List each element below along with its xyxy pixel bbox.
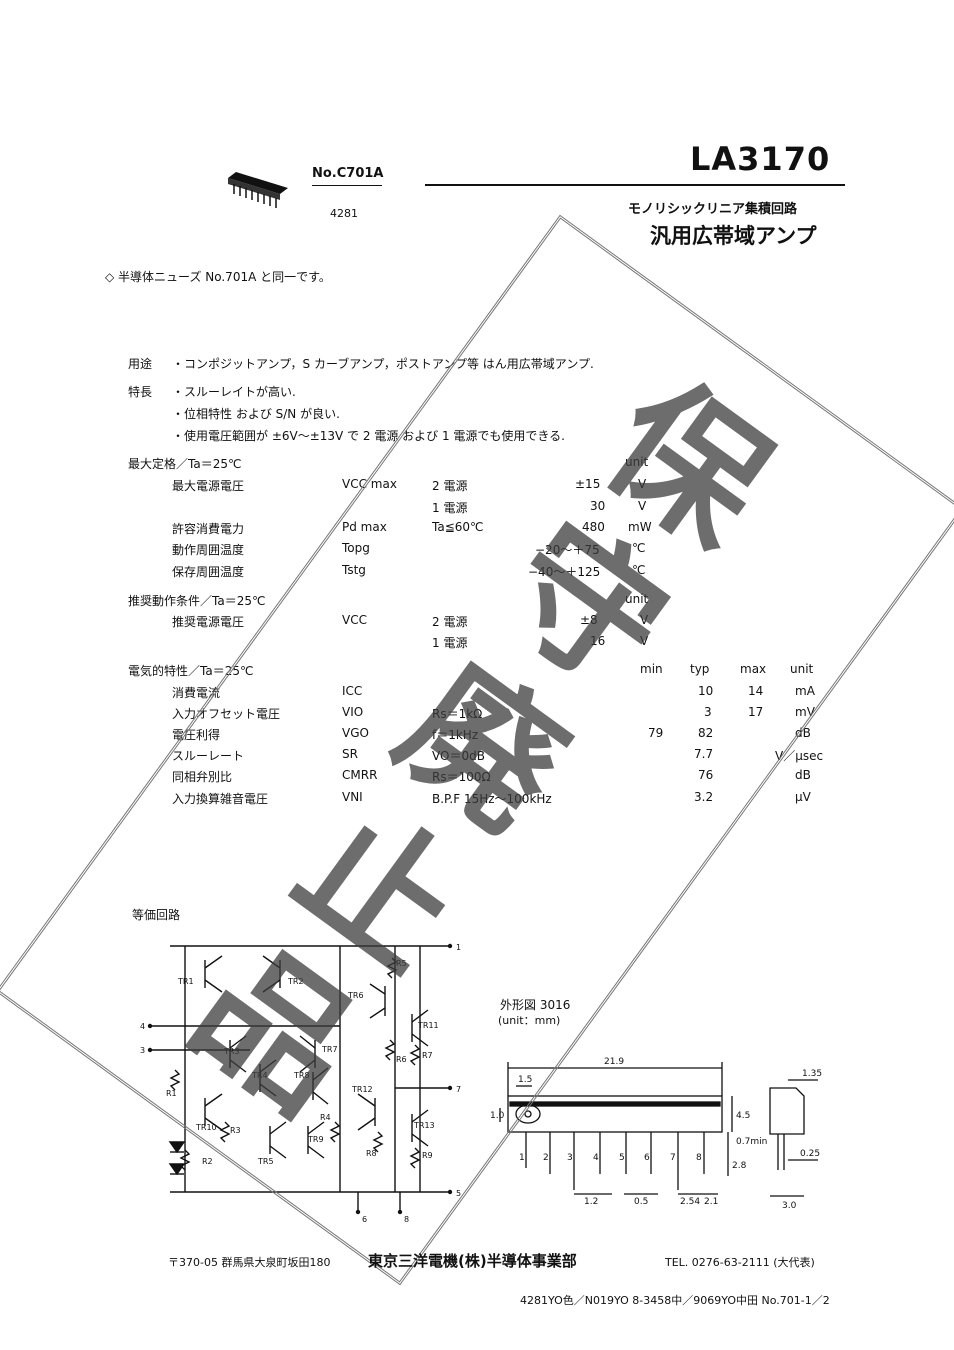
svg-text:4: 4	[140, 1022, 145, 1031]
svg-text:3: 3	[567, 1153, 573, 1163]
svg-text:5: 5	[619, 1153, 625, 1163]
feature-item: ・位相特性 および S/N が良い.	[172, 407, 340, 421]
doc-number-rule	[312, 185, 382, 186]
svg-text:21.9: 21.9	[604, 1057, 624, 1067]
svg-text:1.0: 1.0	[490, 1111, 505, 1121]
product-subtitle: モノリシックリニア集積回路	[628, 202, 798, 217]
svg-text:R2: R2	[202, 1157, 213, 1166]
svg-text:TR3: TR3	[223, 1047, 240, 1056]
svg-text:0.5: 0.5	[634, 1197, 648, 1207]
svg-text:2: 2	[543, 1153, 549, 1163]
svg-text:0.7min: 0.7min	[736, 1137, 767, 1147]
svg-text:3: 3	[140, 1046, 145, 1055]
svg-text:R7: R7	[422, 1051, 433, 1060]
svg-text:TR12: TR12	[351, 1085, 373, 1094]
company-name: 東京三洋電機(株)半導体事業部	[368, 1252, 577, 1270]
svg-text:TR2: TR2	[287, 977, 304, 986]
svg-text:4: 4	[593, 1153, 599, 1163]
svg-text:6: 6	[362, 1215, 367, 1224]
svg-text:5: 5	[456, 1189, 461, 1198]
recommended-unit-header: unit	[625, 592, 649, 606]
svg-text:TR8: TR8	[293, 1071, 310, 1080]
feature-item: ・使用電圧範囲が ±6V〜±13V で 2 電源 および 1 電源でも使用できる…	[172, 429, 565, 443]
svg-text:8: 8	[404, 1215, 409, 1224]
table-row: 最大電源電圧 VCC max 2 電源 ±15 V	[172, 477, 647, 493]
recommended-heading: 推奨動作条件／Ta＝25℃	[128, 594, 266, 608]
svg-text:R5: R5	[396, 959, 407, 968]
news-note: ◇ 半導体ニューズ No.701A と同一です。	[105, 270, 331, 284]
svg-text:4.5: 4.5	[736, 1111, 750, 1121]
svg-text:R6: R6	[396, 1055, 407, 1064]
table-row: 許容消費電力 Pd max Ta≦60℃ 480 mW	[172, 520, 652, 536]
svg-text:TR7: TR7	[321, 1045, 338, 1054]
product-title: 汎用広帯域アンプ	[650, 224, 817, 248]
table-row: 同相弁別比 CMRR Rs＝100Ω 76 dB	[172, 768, 811, 784]
ic-package-icon	[222, 168, 292, 220]
table-row: 推奨電源電圧 VCC 2 電源 ±8 V	[172, 613, 649, 629]
svg-text:TR4: TR4	[251, 1071, 268, 1080]
svg-text:6: 6	[644, 1153, 650, 1163]
table-row: 動作周囲温度 Topg −20〜＋75 ℃	[172, 541, 646, 557]
svg-text:1.2: 1.2	[584, 1197, 598, 1207]
svg-text:2.8: 2.8	[732, 1161, 747, 1171]
package-heading: 外形図 3016	[500, 998, 571, 1012]
svg-text:1.35: 1.35	[802, 1069, 822, 1079]
svg-text:R1: R1	[166, 1089, 177, 1098]
document-codes: 4281YO色／N019YO 8-3458中／9069YO中田 No.701-1…	[520, 1294, 830, 1307]
electrical-heading: 電気的特性／Ta＝25℃	[128, 664, 254, 678]
table-row: 1 電源 30 V	[432, 499, 647, 515]
doc-code: 4281	[330, 207, 358, 220]
part-number: LA3170	[690, 140, 831, 178]
svg-text:TR1: TR1	[177, 977, 194, 986]
svg-text:7: 7	[456, 1085, 461, 1094]
svg-text:1: 1	[519, 1153, 525, 1163]
table-row: 消費電流 ICC 10 14 mA	[172, 684, 815, 700]
svg-text:1: 1	[456, 943, 461, 952]
uses-label: 用途	[128, 357, 153, 371]
company-address: 〒370-05 群馬県大泉町坂田180	[168, 1256, 331, 1269]
table-row: 1 電源 16 V	[432, 634, 649, 650]
svg-text:0.25: 0.25	[800, 1149, 820, 1159]
svg-text:8: 8	[696, 1153, 702, 1163]
svg-text:TR6: TR6	[347, 991, 364, 1000]
max-ratings-heading: 最大定格／Ta＝25℃	[128, 457, 242, 471]
svg-text:2.54: 2.54	[680, 1197, 700, 1207]
svg-text:TR11: TR11	[417, 1021, 439, 1030]
feature-item: ・スルーレイトが高い.	[172, 385, 296, 399]
table-row: 入力オフセット電圧 VIO Rs＝1kΩ 3 17 mV	[172, 705, 815, 721]
package-unit-note: (unit：mm)	[498, 1014, 561, 1027]
svg-text:R9: R9	[422, 1151, 433, 1160]
table-header-row: min typ max unit	[640, 662, 814, 676]
package-outline-diagram: 21.9 1.5 4.5 1.0 0.7min 2.8 1.2 0.5 2.54…	[490, 1057, 822, 1210]
svg-text:7: 7	[670, 1153, 676, 1163]
svg-text:3.0: 3.0	[782, 1201, 797, 1210]
max-ratings-unit-header: unit	[625, 455, 649, 469]
svg-text:R4: R4	[320, 1113, 331, 1122]
company-tel: TEL. 0276-63-2111 (大代表)	[665, 1256, 815, 1269]
svg-text:2.1: 2.1	[704, 1197, 718, 1207]
uses-text: ・コンポジットアンプ，S カーブアンプ，ポストアンプ等 はん用広帯域アンプ.	[172, 357, 594, 371]
table-row: 保存周囲温度 Tstg −40〜＋125 ℃	[172, 563, 646, 579]
svg-text:R8: R8	[366, 1149, 377, 1158]
table-row: 電圧利得 VGO f＝1kHz 79 82 dB	[172, 726, 811, 742]
svg-text:TR10: TR10	[195, 1123, 217, 1132]
table-row: スルーレート SR VO＝0dB 7.7 V／μsec	[172, 747, 824, 763]
svg-text:TR5: TR5	[257, 1157, 274, 1166]
equivalent-circuit-diagram: 1 4 3 5 6 7 8 TR1 TR2 TR3 TR4 TR5 TR6 TR…	[140, 943, 461, 1224]
svg-text:TR9: TR9	[307, 1135, 324, 1144]
doc-number: No.C701A	[312, 166, 384, 181]
header-rule	[425, 184, 845, 186]
features-label: 特長	[128, 385, 153, 399]
table-row: 入力換算雑音電圧 VNI B.P.F 15Hz〜100kHz 3.2 μV	[172, 790, 811, 806]
svg-text:TR13: TR13	[413, 1121, 435, 1130]
svg-text:R3: R3	[230, 1126, 241, 1135]
circuit-heading: 等価回路	[132, 908, 181, 922]
svg-text:1.5: 1.5	[518, 1075, 532, 1085]
